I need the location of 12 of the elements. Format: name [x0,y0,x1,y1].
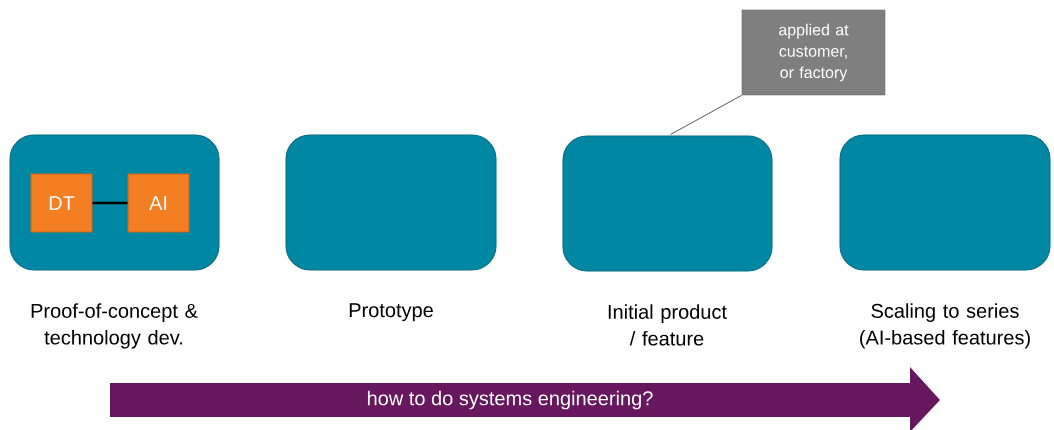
leader-line [670,94,743,135]
callout-box: applied at customer, or factory [741,9,886,96]
stage-box [562,135,773,272]
stage-box [839,134,1051,271]
stage-label: Initial product / feature [608,304,727,346]
stage-box [285,134,497,271]
process-box: AI [127,173,190,233]
stage-label: Prototype [349,303,433,322]
stage-label: Scaling to series (AI-based features) [860,303,1030,349]
connector-line [92,201,128,205]
process-box: DT [30,173,93,233]
stage-label: Proof-of-concept & technology dev. [31,303,198,349]
